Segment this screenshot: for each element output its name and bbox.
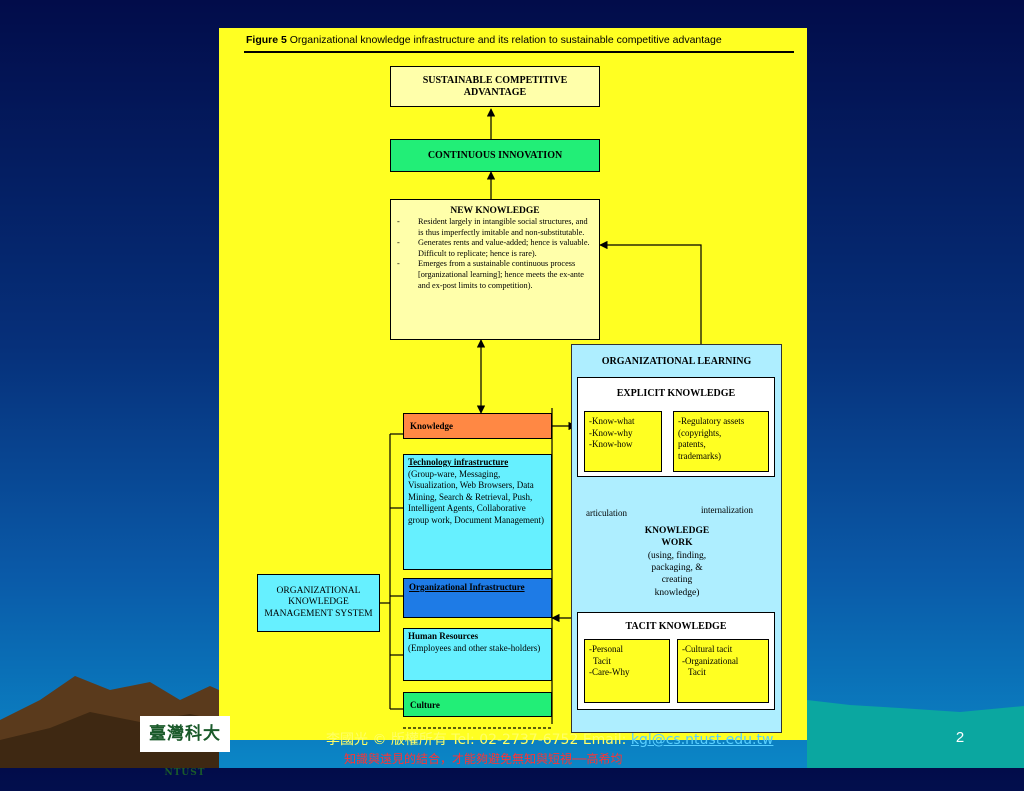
new-knowledge-box: NEW KNOWLEDGE -Resident largely in intan… <box>390 199 600 340</box>
knowledge-work-title-2: WORK <box>661 538 693 549</box>
tacit-knowledge-title: TACIT KNOWLEDGE <box>625 621 727 632</box>
human-resources-title: Human Resources <box>408 631 479 641</box>
footer-contact: 李國光 © 版權所有 Tel: 02-2737-6752 Email: kgl@… <box>326 729 866 749</box>
technology-infrastructure-box: Technology infrastructure (Group-ware, M… <box>403 454 552 570</box>
knowledge-work: KNOWLEDGE WORK (using, finding, packagin… <box>617 525 737 599</box>
list-item: -Resident largely in intangible social s… <box>397 217 588 237</box>
list-item: -Cultural tacit <box>682 644 733 654</box>
list-item: -Emerges from a sustainable continuous p… <box>397 259 584 290</box>
organizational-learning-panel: ORGANIZATIONAL LEARNING EXPLICIT KNOWLED… <box>571 344 782 733</box>
figure-panel: Figure 5 Organizational knowledge infras… <box>219 28 807 740</box>
new-knowledge-list: -Resident largely in intangible social s… <box>391 217 599 291</box>
footer-quote: 知識與遠見的結合，才能夠避免無知與短視──高希均 <box>344 752 623 766</box>
list-item: -Personal <box>589 644 623 654</box>
tacit-left-box: -Personal Tacit -Care-Why <box>584 639 670 703</box>
list-item: patents, <box>678 439 706 450</box>
explicit-knowledge-title: EXPLICIT KNOWLEDGE <box>616 388 736 399</box>
list-item: -Regulatory assets <box>678 416 745 426</box>
okms-label: ORGANIZATIONAL KNOWLEDGE MANAGEMENT SYST… <box>264 585 373 619</box>
knowledge-label: Knowledge <box>410 421 454 431</box>
email-link[interactable]: kgl@cs.ntust.edu.tw <box>630 732 774 748</box>
knowledge-work-desc-2: packaging, & <box>651 563 703 574</box>
continuous-innovation-label: CONTINUOUS INNOVATION <box>427 149 563 161</box>
slide-number: 2 <box>955 729 965 746</box>
list-item: Tacit <box>688 667 706 678</box>
list-item: -Know-what <box>589 416 635 426</box>
sustainable-advantage-label: SUSTAINABLE COMPETITIVE ADVANTAGE <box>422 74 568 98</box>
culture-label: Culture <box>410 699 440 710</box>
internalization-label: internalization <box>701 505 753 515</box>
contact-text: 李國光 © 版權所有 Tel: 02-2737-6752 Email: <box>326 732 627 748</box>
tacit-knowledge-box: TACIT KNOWLEDGE -Personal Tacit -Care-Wh… <box>577 612 775 710</box>
technology-infrastructure-title: Technology infrastructure <box>408 457 509 467</box>
figure-title: Figure 5 Organizational knowledge infras… <box>246 34 722 46</box>
culture-box: Culture <box>403 692 552 717</box>
list-item: -Organizational <box>682 655 739 666</box>
knowledge-work-desc-3: creating <box>661 575 693 586</box>
new-knowledge-title: NEW KNOWLEDGE <box>450 206 540 216</box>
figure-title-text: Organizational knowledge infrastructure … <box>289 34 722 46</box>
logo-text: 臺灣科大 <box>149 724 221 744</box>
list-item: Tacit <box>593 655 611 666</box>
knowledge-box: Knowledge <box>403 413 552 439</box>
knowledge-work-desc-4: knowledge) <box>654 587 700 598</box>
explicit-knowledge-box: EXPLICIT KNOWLEDGE -Know-what -Know-why … <box>577 377 775 477</box>
logo-suffix: NTUST <box>164 768 206 778</box>
list-item: -Generates rents and value-added; hence … <box>397 238 590 258</box>
list-item: (copyrights, <box>678 427 722 438</box>
list-item: -Know-why <box>589 427 633 438</box>
university-logo: 臺灣科大 NTUST <box>140 716 230 778</box>
technology-infrastructure-body: (Group-ware, Messaging, Visualization, W… <box>408 468 544 525</box>
organizational-infrastructure-label: Organizational Infrastructure <box>409 582 525 592</box>
explicit-right-box: -Regulatory assets (copyrights, patents,… <box>673 411 769 472</box>
articulation-label: articulation <box>586 508 627 518</box>
continuous-innovation-box: CONTINUOUS INNOVATION <box>390 139 600 172</box>
okms-box: ORGANIZATIONAL KNOWLEDGE MANAGEMENT SYST… <box>257 574 380 632</box>
list-item: trademarks) <box>678 450 721 461</box>
knowledge-work-title-1: KNOWLEDGE <box>644 526 710 536</box>
figure-title-prefix: Figure 5 <box>246 34 287 46</box>
list-item: -Know-how <box>589 439 633 450</box>
list-item: -Care-Why <box>589 667 630 678</box>
sustainable-advantage-box: SUSTAINABLE COMPETITIVE ADVANTAGE <box>390 66 600 107</box>
title-rule <box>244 51 794 53</box>
organizational-learning-title: ORGANIZATIONAL LEARNING <box>601 356 752 367</box>
human-resources-box: Human Resources (Employees and other sta… <box>403 628 552 681</box>
explicit-left-box: -Know-what -Know-why -Know-how <box>584 411 662 472</box>
human-resources-body: (Employees and other stake-holders) <box>408 642 541 653</box>
organizational-infrastructure-box: Organizational Infrastructure <box>403 578 552 618</box>
tacit-right-box: -Cultural tacit -Organizational Tacit <box>677 639 769 703</box>
knowledge-work-desc-1: (using, finding, <box>647 550 707 561</box>
